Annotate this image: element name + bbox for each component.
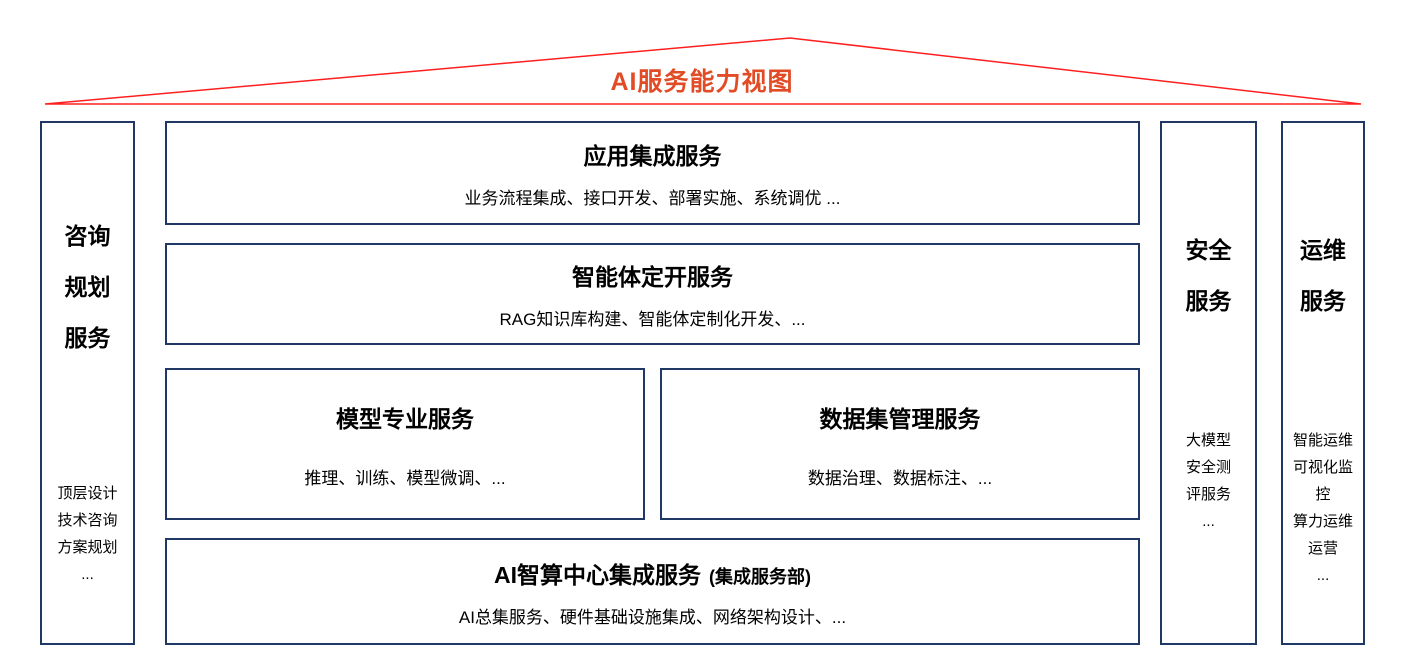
- app-integration-subtitle: 业务流程集成、接口开发、部署实施、系统调优 ...: [464, 189, 841, 208]
- ai-center-title: AI智算中心集成服务: [494, 561, 701, 588]
- consulting-sub-items: 顶层设计 技术咨询 方案规划 ...: [42, 480, 133, 588]
- ai-center-subtitle: AI总集服务、硬件基础设施集成、网络架构设计、...: [458, 607, 847, 627]
- column-consulting-planning: 咨询 规划 服务 顶层设计 技术咨询 方案规划 ...: [40, 121, 135, 645]
- ai-center-title-note: (集成服务部): [709, 566, 811, 587]
- ops-sub-line: 智能运维: [1292, 432, 1353, 449]
- consulting-title: 咨询 规划 服务: [42, 123, 133, 364]
- ops-sub-line: 可视化监: [1292, 459, 1353, 476]
- security-title: 安全 服务: [1162, 123, 1255, 327]
- ops-sub-items: 智能运维 可视化监 控 算力运维 运营 ...: [1283, 427, 1363, 589]
- security-sub-line: 安全测: [1185, 459, 1231, 476]
- security-sub-line: 评服务: [1185, 486, 1231, 503]
- box-ai-computing-center-integration: AI智算中心集成服务 (集成服务部) AI总集服务、硬件基础设施集成、网络架构设…: [165, 538, 1140, 645]
- security-title-line: 服务: [1185, 288, 1232, 314]
- model-service-subtitle: 推理、训练、模型微调、...: [304, 468, 506, 488]
- roof-outline: [44, 37, 1362, 105]
- ops-sub-line: 算力运维: [1292, 513, 1353, 530]
- ops-title-line: 运维: [1300, 237, 1346, 263]
- security-title-line: 安全: [1185, 237, 1232, 263]
- dataset-mgmt-title: 数据集管理服务: [819, 405, 981, 432]
- agent-dev-subtitle: RAG知识库构建、智能体定制化开发、...: [499, 310, 806, 329]
- column-security-services: 安全 服务 大模型 安全测 评服务 ...: [1160, 121, 1257, 645]
- security-sub-line: ...: [1202, 513, 1215, 530]
- box-model-professional-service: 模型专业服务 推理、训练、模型微调、...: [165, 368, 645, 520]
- consulting-sub-line: 顶层设计: [57, 485, 118, 502]
- consulting-title-line: 咨询: [64, 223, 111, 249]
- dataset-mgmt-subtitle: 数据治理、数据标注、...: [807, 468, 993, 488]
- ops-sub-line: 控: [1315, 486, 1331, 503]
- security-sub-items: 大模型 安全测 评服务 ...: [1162, 427, 1255, 535]
- column-ops-services: 运维 服务 智能运维 可视化监 控 算力运维 运营 ...: [1281, 121, 1365, 645]
- consulting-title-line: 服务: [64, 325, 111, 351]
- ops-title: 运维 服务: [1283, 123, 1363, 327]
- security-sub-line: 大模型: [1185, 432, 1231, 449]
- box-dataset-management: 数据集管理服务 数据治理、数据标注、...: [660, 368, 1140, 520]
- consulting-sub-line: ...: [81, 566, 94, 583]
- box-agent-custom-dev: 智能体定开服务 RAG知识库构建、智能体定制化开发、...: [165, 243, 1140, 345]
- consulting-sub-line: 方案规划: [57, 539, 118, 556]
- app-integration-title: 应用集成服务: [583, 143, 722, 169]
- model-service-title: 模型专业服务: [336, 405, 474, 432]
- ops-sub-line: 运营: [1307, 540, 1338, 557]
- ops-title-line: 服务: [1300, 288, 1346, 314]
- consulting-sub-line: 技术咨询: [57, 512, 118, 529]
- agent-dev-title: 智能体定开服务: [572, 264, 733, 290]
- box-application-integration: 应用集成服务 业务流程集成、接口开发、部署实施、系统调优 ...: [165, 121, 1140, 225]
- roof-triangle-line: [44, 37, 1362, 105]
- diagram-title: AI服务能力视图: [610, 68, 794, 96]
- consulting-title-line: 规划: [64, 274, 111, 300]
- ai-center-title-row: AI智算中心集成服务 (集成服务部): [494, 556, 811, 590]
- ops-sub-line: ...: [1316, 567, 1330, 584]
